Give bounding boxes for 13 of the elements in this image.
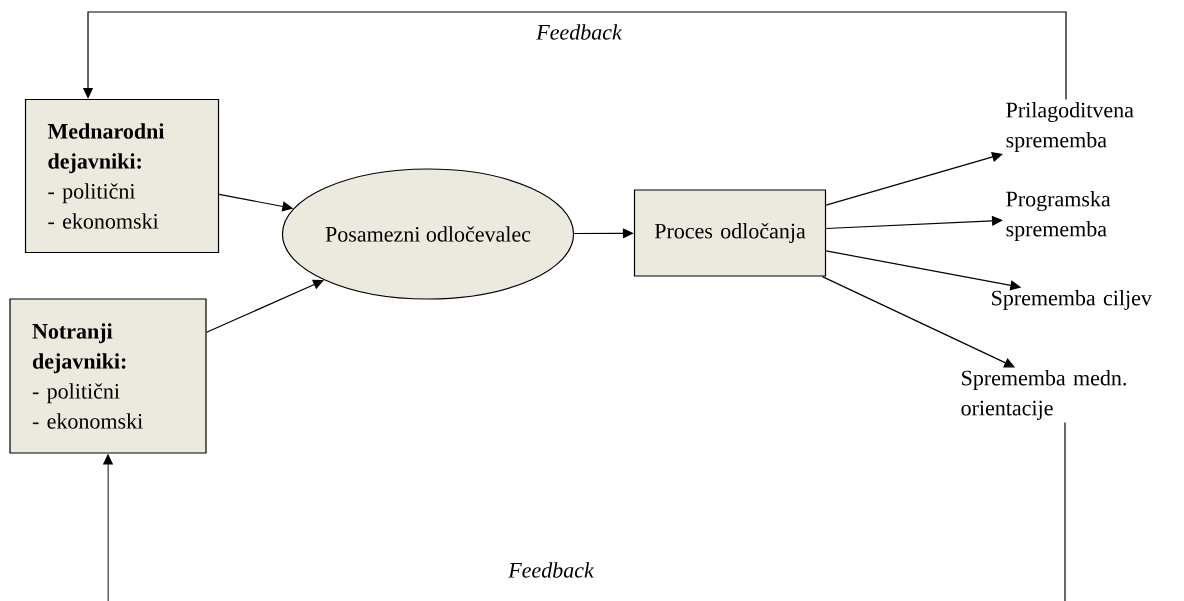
factor-box: Mednarodni dejavniki: - politični - ekonomski: [24, 98, 220, 254]
outcome-label: Prilagoditvena sprememba: [1006, 102, 1134, 152]
edge-label: Feedback: [534, 22, 624, 42]
arrow: [825, 152, 1003, 206]
factor-box: Notranji dejavniki: - politični - ekonomski: [9, 298, 207, 454]
arrow: [573, 228, 634, 239]
outcome-label: Sprememba ciljev: [992, 290, 1152, 310]
outcome-label: Sprememba medn. orientacije: [961, 370, 1126, 420]
edge-label: Feedback: [506, 560, 596, 580]
outcome-label: Programska sprememba: [1006, 191, 1111, 241]
arrow: [825, 215, 1003, 230]
arrow: [102, 421, 1066, 601]
process-box: Proces odločanja: [633, 189, 827, 277]
